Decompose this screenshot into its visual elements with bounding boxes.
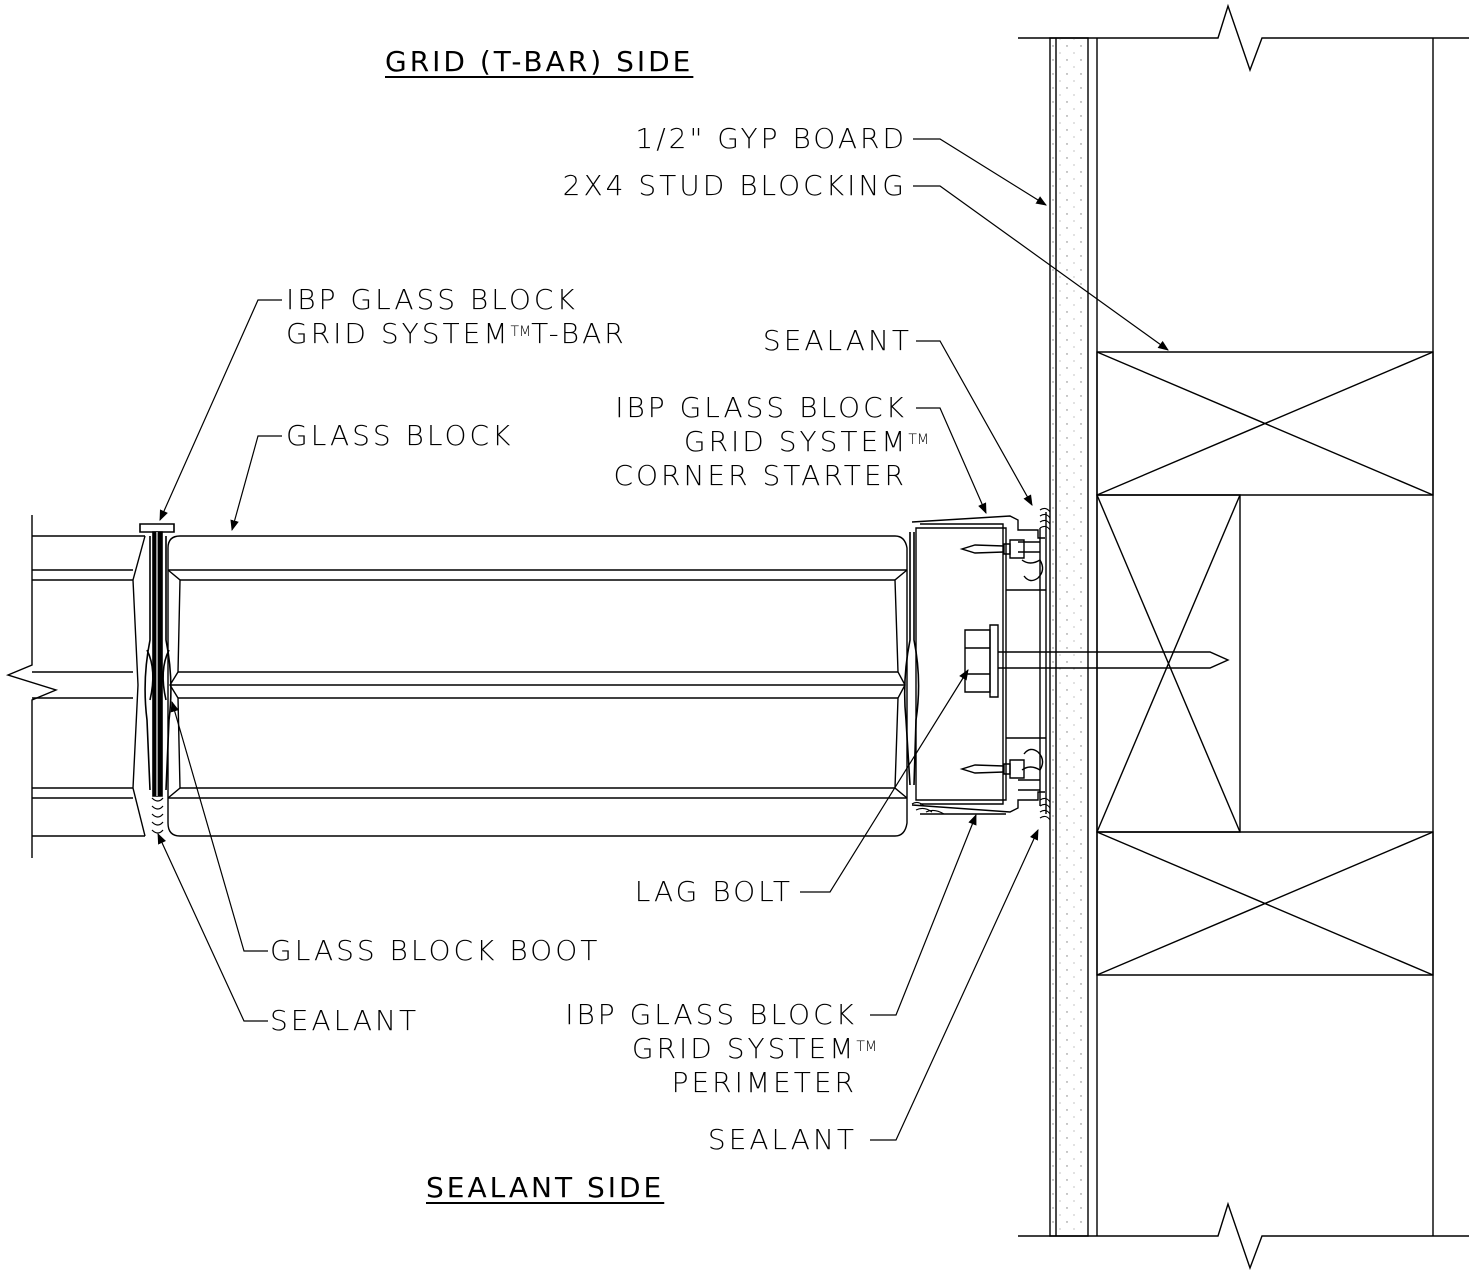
stud-blocking-bottom: [1097, 832, 1433, 975]
label-perimeter-line1: IBP GLASS BLOCK: [565, 998, 857, 1031]
leader-gyp-board: [913, 139, 1047, 206]
glass-block-left-partial: [32, 536, 145, 836]
label-perimeter-line2: GRID SYSTEMTM: [631, 1032, 877, 1065]
glass-block-main: [168, 536, 907, 836]
label-corner-line3: CORNER STARTER: [613, 459, 907, 492]
wall-assembly: [1018, 6, 1469, 1268]
screw-top: [962, 540, 1024, 558]
leader-corner-starter: [916, 408, 986, 514]
glass-block-panel: [8, 515, 919, 858]
label-tbar-line2: GRID SYSTEMTMT-BAR: [286, 317, 627, 350]
block-sealant-bottom: [912, 802, 944, 814]
lag-bolt: [965, 625, 1228, 697]
leader-glass-block: [230, 436, 282, 532]
wall-top-break-line: [1018, 6, 1469, 70]
panel-left-break-line: [8, 515, 56, 858]
label-glass-block: GLASS BLOCK: [286, 419, 514, 452]
label-sealant-bottom: SEALANT: [707, 1123, 857, 1156]
label-corner-line1: IBP GLASS BLOCK: [615, 391, 907, 424]
label-sealant-left: SEALANT: [270, 1004, 420, 1037]
leader-lag-bolt: [800, 669, 969, 892]
channel-clip-bottom: [1018, 749, 1043, 790]
label-tbar-line1: IBP GLASS BLOCK: [286, 283, 578, 316]
screw-bottom: [962, 760, 1024, 778]
label-glass-block-boot: GLASS BLOCK BOOT: [270, 934, 601, 967]
leader-stud-blocking: [913, 186, 1169, 351]
header-sealant-side: SEALANT SIDE: [426, 1171, 665, 1204]
label-lag-bolt: LAG BOLT: [634, 875, 793, 908]
glass-block-boot: [145, 536, 171, 790]
leader-sealant-bottom: [870, 829, 1038, 1140]
leader-perimeter: [870, 813, 976, 1015]
label-stud-blocking: 2X4 STUD BLOCKING: [562, 169, 907, 202]
label-corner-line2: GRID SYSTEMTM: [683, 425, 929, 458]
leader-boot: [170, 700, 268, 951]
wall-bottom-break-line: [1018, 1204, 1469, 1268]
leader-tbar: [160, 300, 282, 521]
wall-sealant-top: [1040, 508, 1050, 530]
leader-lines: [158, 139, 1169, 1140]
wall-sealant-bottom: [1040, 798, 1050, 820]
label-sealant-top: SEALANT: [762, 324, 912, 357]
leader-sealant-top: [916, 341, 1033, 506]
label-perimeter-line3: PERIMETER: [671, 1066, 857, 1099]
perimeter-channel-box: [916, 528, 1006, 800]
tbar-sealant: [152, 798, 163, 833]
corner-starter-top: [912, 516, 1045, 538]
perimeter-bottom: [912, 792, 1045, 812]
label-gyp-board: 1/2" GYP BOARD: [635, 122, 907, 155]
channel-clip-top: [1018, 542, 1043, 581]
leader-sealant-left: [158, 833, 268, 1021]
stud-blocking-top: [1097, 352, 1433, 495]
header-grid-side: GRID (T-BAR) SIDE: [385, 45, 694, 78]
perimeter-channel: [912, 508, 1228, 820]
t-bar: [140, 524, 174, 796]
